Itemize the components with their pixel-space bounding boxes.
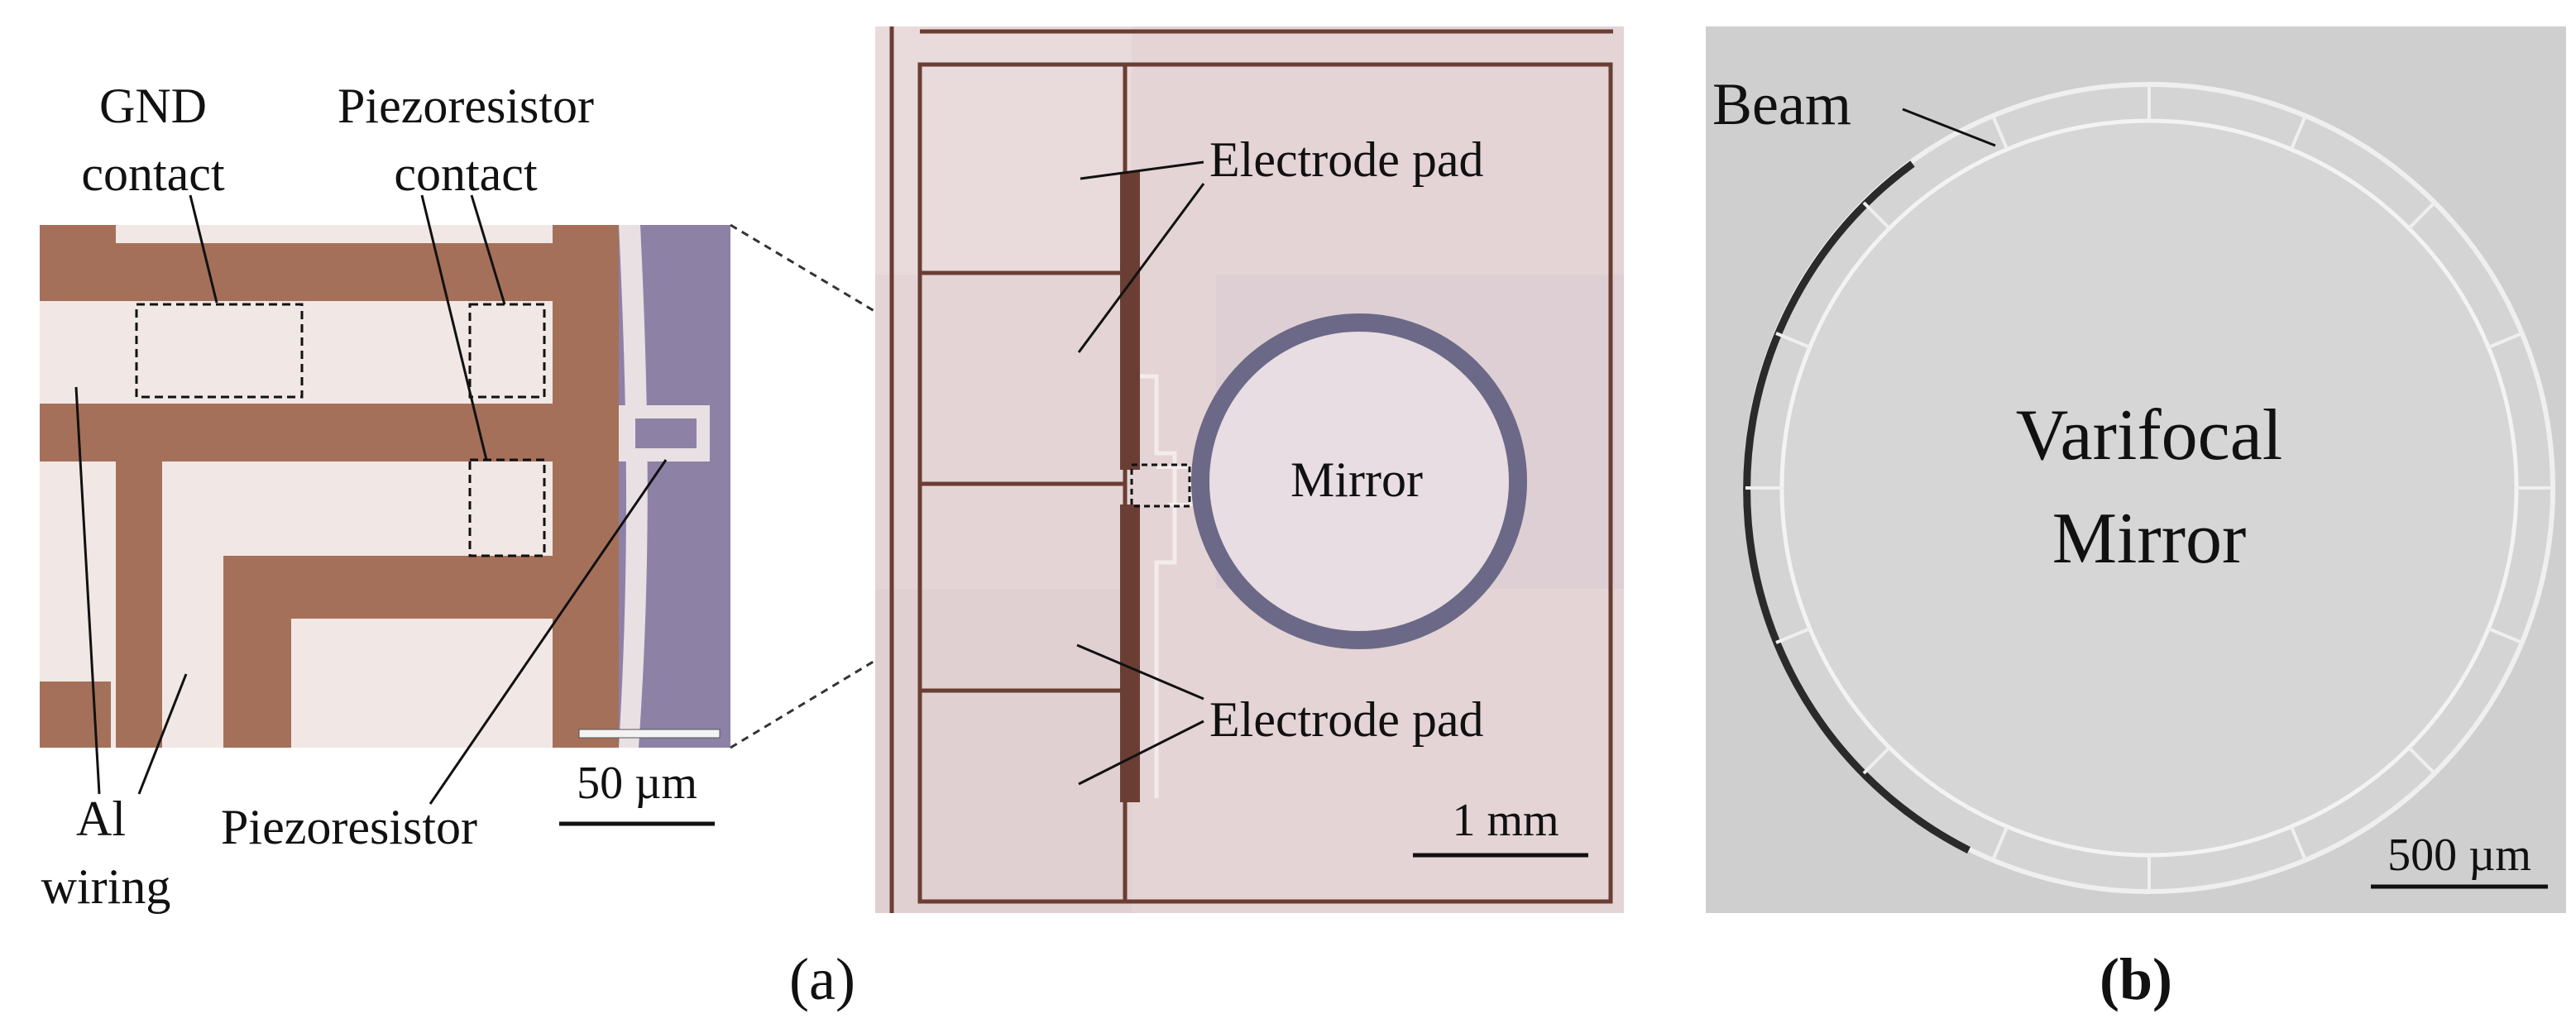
- beam-label: Beam: [1712, 71, 1851, 137]
- piezo-contact-box-upper: [468, 303, 546, 399]
- piezo-contact-label-line2: contact: [394, 146, 538, 201]
- trace-left-vertical: [116, 404, 162, 748]
- piezoresistor-leader: [429, 459, 668, 805]
- mirror-ring: [1191, 313, 1527, 649]
- electrode-pad-upper: [1120, 172, 1140, 470]
- beam-spokes: [1745, 84, 2553, 892]
- inset-micrograph: [40, 225, 730, 748]
- inset-scalebar-label: 50 µm: [577, 758, 697, 809]
- varifocal-mirror-label-line1: Varifocal: [2016, 395, 2282, 476]
- electrode-pad-top-leader-2: [1077, 183, 1205, 353]
- trace-lower-vertical: [223, 556, 291, 748]
- piezo-contact-leader-lower: [420, 194, 488, 461]
- mirror-surface: [1779, 118, 2519, 858]
- electrode-pad-top-label: Electrode pad: [1209, 132, 1484, 187]
- piezoresistor-label: Piezoresistor: [221, 800, 477, 854]
- wiring-trace: [1156, 466, 1193, 506]
- gnd-contact-label-line1: GND: [99, 79, 207, 133]
- inset-internal-scalebar: [578, 729, 721, 739]
- trace-top-gap: [116, 225, 579, 243]
- beam-leader: [1902, 108, 1996, 147]
- varifocal-mirror-label-line2: Mirror: [2052, 499, 2247, 579]
- electrode-pad-bottom-label: Electrode pad: [1209, 692, 1484, 747]
- chip-overview: [875, 26, 1624, 913]
- gnd-contact-box: [135, 303, 304, 399]
- gnd-contact-leader: [189, 194, 218, 304]
- trace-right-vertical: [553, 225, 619, 748]
- al-wiring-label-line1: Al: [76, 791, 126, 846]
- piezo-contact-label-line1: Piezoresistor: [338, 79, 594, 133]
- piezo-contact-box-lower: [468, 458, 546, 557]
- electrode-pad-top-leader-1: [1080, 160, 1204, 180]
- electrode-pad-lower: [1120, 505, 1140, 802]
- piezo-contact-leader-upper: [470, 194, 506, 305]
- al-wiring-leader-2: [137, 673, 188, 795]
- electrode-pad-bottom-leader-1: [1076, 643, 1204, 701]
- photo-scalebar-label: 500 µm: [2387, 830, 2531, 881]
- chip-scalebar-label: 1 mm: [1452, 795, 1559, 846]
- caption-a: (a): [789, 946, 855, 1012]
- caption-b: (b): [2100, 946, 2172, 1012]
- al-wiring-leader-1: [74, 386, 101, 795]
- gnd-contact-label-line2: contact: [81, 146, 225, 201]
- wiring-trace: [1140, 374, 1177, 798]
- piezoresistor-gap: [635, 418, 697, 448]
- trace-bottom-left: [40, 681, 111, 748]
- electrode-pad-bottom-leader-2: [1078, 720, 1204, 786]
- beam-ring-shadow: [1743, 160, 1971, 854]
- mirror-label: Mirror: [1290, 452, 1423, 507]
- chip-tile: [875, 589, 1132, 913]
- al-wiring-label-line2: wiring: [41, 859, 171, 914]
- beam-strip: [619, 225, 648, 748]
- mirror-photo: [1706, 26, 2566, 913]
